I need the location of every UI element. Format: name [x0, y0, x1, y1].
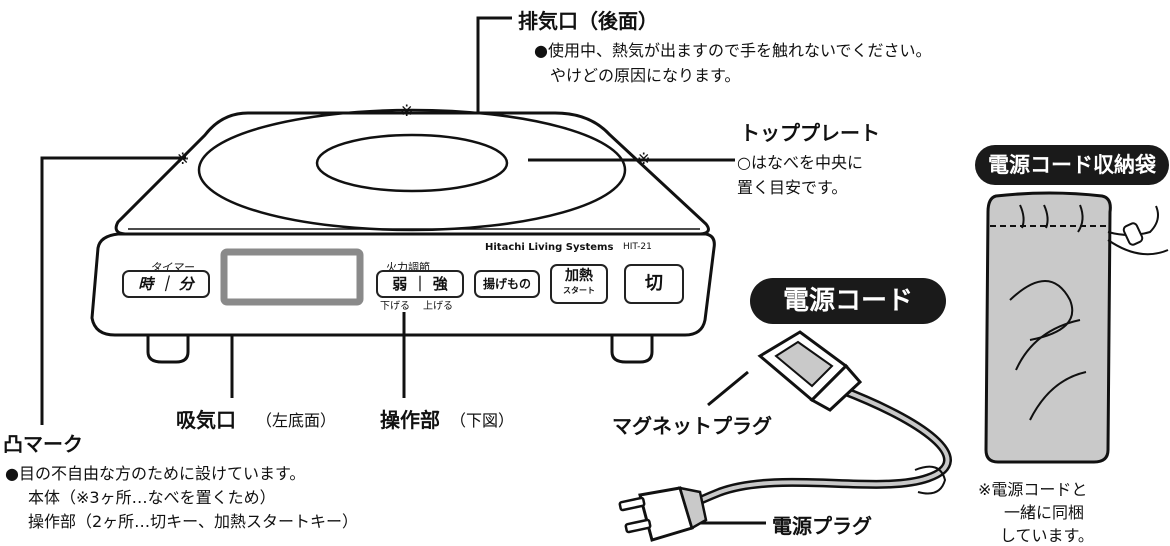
top-plate-desc-2: 置く目安です。: [737, 178, 848, 197]
bag-badge: 電源コード収納袋: [975, 145, 1169, 185]
cooker-top-surface: [114, 111, 710, 236]
bump-mark-right: ※: [637, 149, 651, 168]
off-key[interactable]: 切: [624, 264, 684, 304]
bump-desc-1: ●目の不自由な方のために設けています。: [5, 464, 306, 483]
power-up-label: 上げる: [423, 301, 453, 312]
exhaust-title: 排気口（後面）: [518, 9, 658, 33]
exhaust-desc-1: ●使用中、熱気が出ますので手を触れないでください。: [534, 41, 932, 60]
controls-title: 操作部: [380, 408, 440, 432]
fry-key[interactable]: 揚げもの: [474, 270, 540, 298]
foot-right: [610, 330, 654, 364]
timer-key[interactable]: 時 ｜ 分: [122, 270, 210, 298]
magnet-plug-label: マグネットプラグ: [612, 414, 772, 438]
foot-left: [146, 330, 190, 364]
bag-note-3: しています。: [1000, 526, 1094, 545]
brand-text: Hitachi Living Systems: [485, 242, 614, 253]
bump-mark-top: ※: [400, 101, 414, 120]
storage-bag: [984, 191, 1169, 464]
plate-outer-circle: [197, 108, 627, 232]
intake-sub: （左底面）: [256, 411, 337, 430]
bag-note-1: ※電源コードと: [978, 480, 1088, 499]
leader-exhaust: [476, 16, 512, 113]
top-plate-desc-1: ○はなべを中央に: [737, 153, 863, 172]
power-adjust-key[interactable]: 弱 ｜ 強: [376, 270, 464, 298]
leader-magnet-plug: [707, 370, 749, 407]
power-cord-inner: [682, 388, 950, 510]
power-plug-label: 電源プラグ: [772, 514, 872, 538]
leader-bump: [40, 156, 186, 425]
magnet-plug: [757, 330, 863, 412]
display-window: [220, 248, 364, 306]
top-plate-title: トッププレート: [740, 121, 880, 145]
controls-sub: （下図）: [450, 411, 515, 430]
plate-inner-circle: [315, 133, 509, 193]
bump-title: 凸マーク: [3, 432, 83, 456]
cord-badge: 電源コード: [750, 278, 946, 324]
heat-key-sub: スタート: [563, 286, 595, 295]
bag-note-2: 一緒に同梱: [1004, 503, 1085, 522]
power-plug: [618, 486, 708, 542]
exhaust-desc-2: やけどの原因になります。: [550, 66, 741, 85]
bump-desc-3: 操作部（2ヶ所…切キー、加熱スタートキー）: [28, 512, 359, 531]
model-text: HIT-21: [623, 242, 652, 252]
cord-coil: [914, 465, 947, 495]
power-down-label: 下げる: [380, 301, 410, 312]
heat-key-main: 加熱: [565, 268, 593, 284]
bump-desc-2: 本体（※3ヶ所…なべを置くため）: [28, 488, 276, 507]
bump-mark-left: ※: [176, 149, 190, 168]
intake-title: 吸気口: [176, 408, 236, 432]
heat-start-key[interactable]: 加熱 スタート: [550, 264, 608, 304]
